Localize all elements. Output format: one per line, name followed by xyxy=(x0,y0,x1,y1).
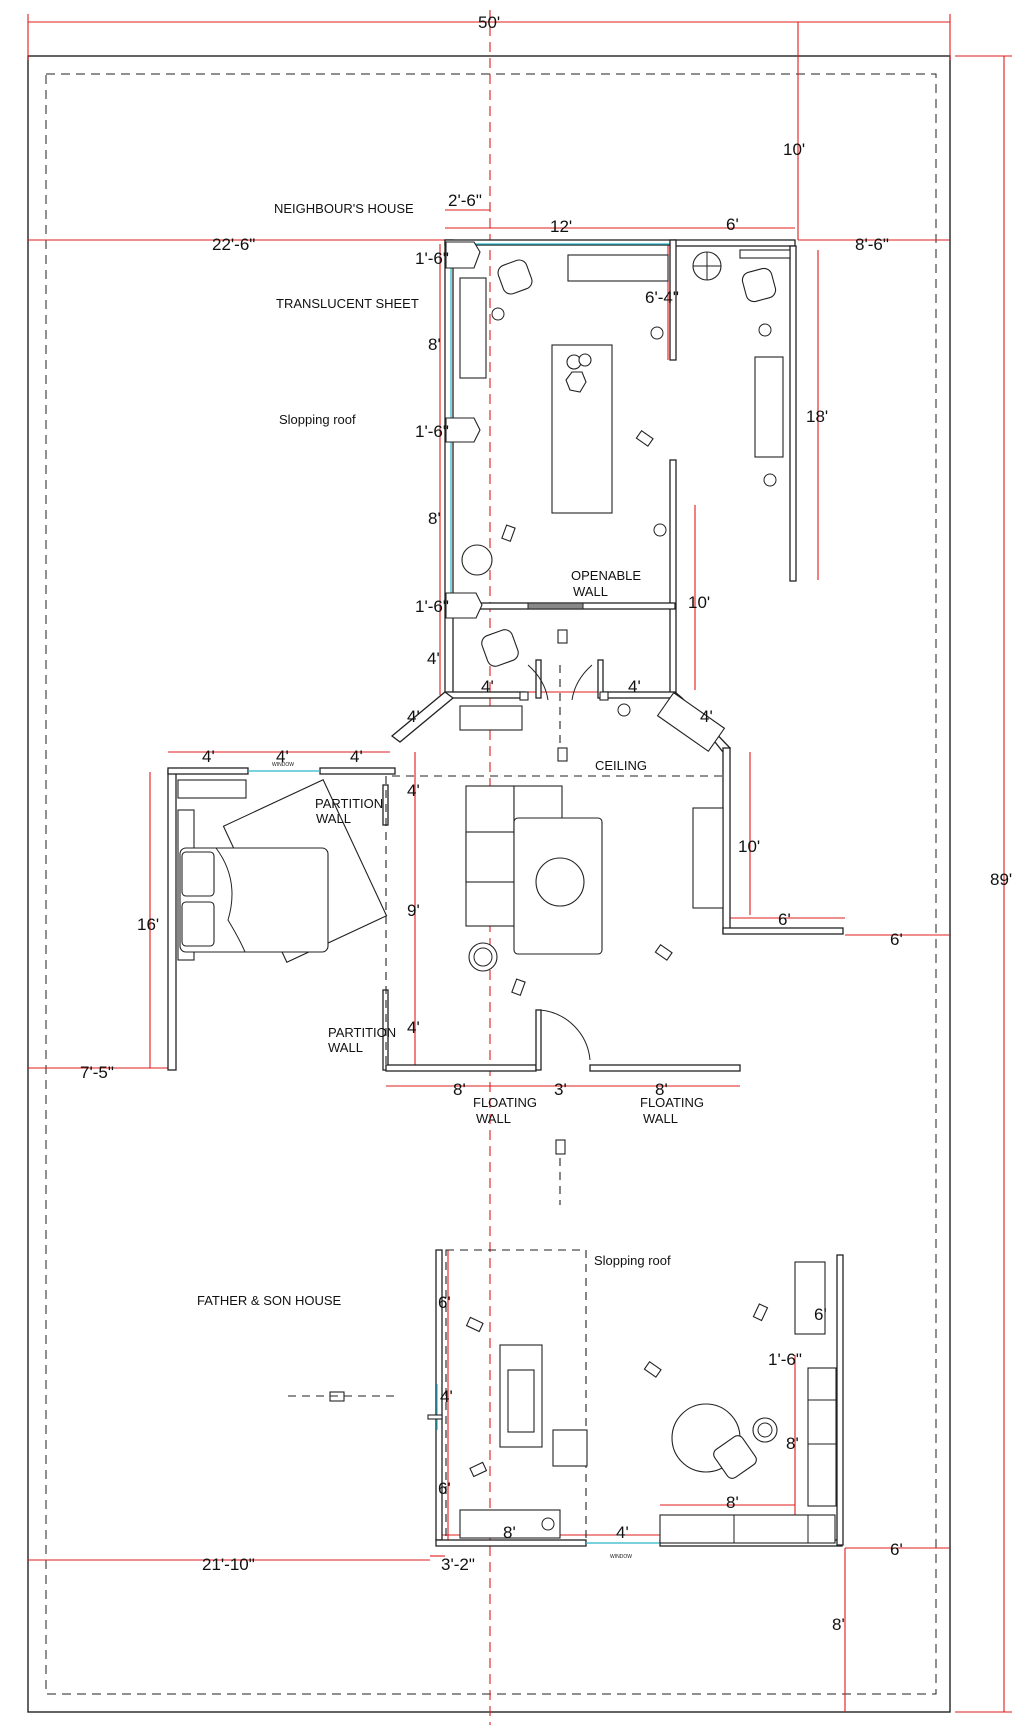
svg-text:WALL: WALL xyxy=(328,1040,363,1055)
dimension-labels: 50' 89' 10' 2'-6" 22'-6" 12' 6' 8'-6" 1'… xyxy=(80,13,1012,1634)
bench xyxy=(656,691,726,753)
tv-unit xyxy=(692,807,724,909)
svg-text:4': 4' xyxy=(481,677,494,696)
sloping-roof-label: Slopping roof xyxy=(594,1253,671,1268)
svg-text:6': 6' xyxy=(814,1305,827,1324)
shelf xyxy=(794,1261,826,1335)
svg-text:1'-6": 1'-6" xyxy=(415,249,449,268)
svg-text:3'-2": 3'-2" xyxy=(441,1555,475,1574)
roof-marker-icon xyxy=(445,592,483,619)
svg-text:89': 89' xyxy=(990,870,1012,889)
svg-text:6'-4": 6'-4" xyxy=(645,288,679,307)
svg-text:1'-6": 1'-6" xyxy=(768,1350,802,1369)
svg-text:8': 8' xyxy=(453,1080,466,1099)
svg-text:8': 8' xyxy=(503,1523,516,1542)
armchair xyxy=(497,259,533,295)
svg-text:10': 10' xyxy=(738,837,760,856)
armchair xyxy=(741,267,777,303)
svg-text:8': 8' xyxy=(428,509,441,528)
svg-text:WALL: WALL xyxy=(316,811,351,826)
svg-text:6': 6' xyxy=(726,215,739,234)
svg-text:7'-5": 7'-5" xyxy=(80,1063,114,1082)
roof-marker-icon xyxy=(445,417,481,443)
svg-text:18': 18' xyxy=(806,407,828,426)
svg-text:1'-6": 1'-6" xyxy=(415,422,449,441)
father-son-house-label: FATHER & SON HOUSE xyxy=(197,1293,342,1308)
svg-text:22'-6": 22'-6" xyxy=(212,235,255,254)
svg-text:WALL: WALL xyxy=(476,1111,511,1126)
svg-text:2'-6": 2'-6" xyxy=(448,191,482,210)
father-son-house xyxy=(427,1249,844,1547)
svg-text:8': 8' xyxy=(428,335,441,354)
translucent-sheet-label: TRANSLUCENT SHEET xyxy=(276,296,419,311)
svg-text:6': 6' xyxy=(438,1479,451,1498)
svg-text:16': 16' xyxy=(137,915,159,934)
kitchen-island xyxy=(551,344,613,514)
svg-text:8': 8' xyxy=(786,1434,799,1453)
armchair xyxy=(713,1435,757,1479)
svg-text:21'-10": 21'-10" xyxy=(202,1555,255,1574)
roof-marker-icon xyxy=(445,241,481,269)
round-stool xyxy=(461,544,493,576)
console-table xyxy=(459,705,523,731)
coffee-table xyxy=(535,857,585,907)
bench xyxy=(459,1509,561,1539)
ceiling-label: CEILING xyxy=(595,758,647,773)
neighbour-house-label: NEIGHBOUR'S HOUSE xyxy=(274,201,414,216)
svg-text:6': 6' xyxy=(890,930,903,949)
svg-text:4': 4' xyxy=(628,677,641,696)
svg-text:1'-6": 1'-6" xyxy=(415,597,449,616)
main-house-furniture xyxy=(177,249,791,972)
shelf xyxy=(754,356,784,458)
svg-text:3': 3' xyxy=(554,1080,567,1099)
floating-wall-label: FLOATING xyxy=(640,1095,704,1110)
storage xyxy=(807,1367,837,1507)
svg-text:4': 4' xyxy=(407,781,420,800)
svg-text:8': 8' xyxy=(655,1080,668,1099)
svg-text:8': 8' xyxy=(832,1615,845,1634)
sloping-roof-label: Slopping roof xyxy=(279,412,356,427)
svg-text:6': 6' xyxy=(778,910,791,929)
partition-wall-label: PARTITION xyxy=(315,796,383,811)
wardrobe xyxy=(177,779,247,799)
camera-icon xyxy=(501,429,673,1155)
cabinet xyxy=(459,277,487,379)
dimension-lines xyxy=(27,10,1012,1725)
svg-text:4': 4' xyxy=(427,649,440,668)
svg-text:4': 4' xyxy=(407,1018,420,1037)
side-table xyxy=(552,1429,588,1467)
svg-text:4': 4' xyxy=(440,1387,453,1406)
svg-text:10': 10' xyxy=(688,593,710,612)
floating-wall-label: FLOATING xyxy=(473,1095,537,1110)
svg-text:4': 4' xyxy=(202,747,215,766)
svg-text:4': 4' xyxy=(350,747,363,766)
bed xyxy=(179,847,329,953)
svg-text:4': 4' xyxy=(407,707,420,726)
window-label: WINDOW xyxy=(610,1554,632,1560)
svg-text:WALL: WALL xyxy=(643,1111,678,1126)
svg-text:6': 6' xyxy=(890,1540,903,1559)
armchair xyxy=(481,629,519,667)
svg-text:4': 4' xyxy=(276,747,289,766)
svg-text:8'-6": 8'-6" xyxy=(855,235,889,254)
svg-text:6': 6' xyxy=(438,1293,451,1312)
svg-text:12': 12' xyxy=(550,217,572,236)
svg-text:4': 4' xyxy=(616,1523,629,1542)
setback-line xyxy=(45,73,937,1695)
counter xyxy=(567,254,669,282)
svg-text:9': 9' xyxy=(407,901,420,920)
partition-wall-label: PARTITION xyxy=(328,1025,396,1040)
svg-text:50': 50' xyxy=(478,13,500,32)
svg-text:10': 10' xyxy=(783,140,805,159)
sofa xyxy=(659,1514,836,1544)
site-boundary xyxy=(27,55,951,1713)
window-label: WINDOW xyxy=(272,762,294,768)
svg-text:WALL: WALL xyxy=(573,584,608,599)
svg-text:4': 4' xyxy=(700,707,713,726)
svg-text:8': 8' xyxy=(726,1493,739,1512)
room-labels: NEIGHBOUR'S HOUSE TRANSLUCENT SHEET Slop… xyxy=(197,201,704,1560)
openable-wall-label: OPENABLE xyxy=(571,568,641,583)
